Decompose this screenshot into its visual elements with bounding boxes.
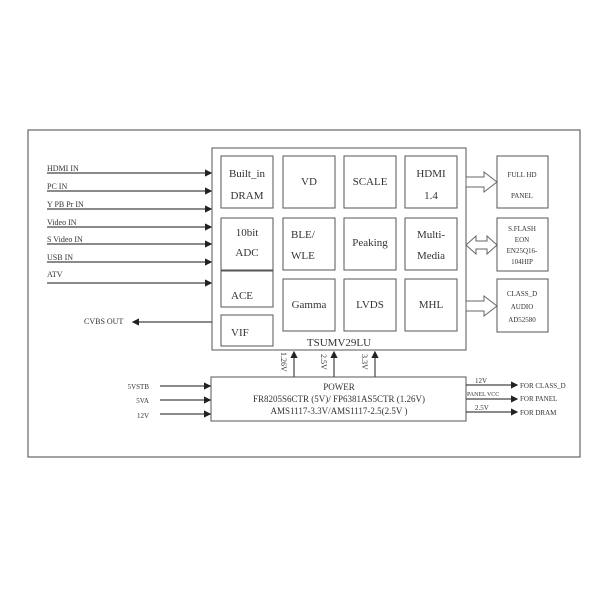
label: 5VSTB bbox=[128, 383, 150, 391]
label: LVDS bbox=[356, 299, 384, 311]
label: EON bbox=[515, 236, 529, 244]
full-hd-panel bbox=[496, 155, 549, 209]
label: ACE bbox=[231, 290, 253, 302]
power-block: POWER FR8205S6CTR (5V)/ FP6381AS5CTR (1.… bbox=[128, 376, 566, 422]
label: 12V bbox=[137, 412, 149, 420]
label: USB IN bbox=[47, 253, 73, 262]
input-svideo: S Video IN bbox=[47, 235, 213, 248]
input-video: Video IN bbox=[47, 218, 213, 231]
label: Multi- bbox=[417, 229, 445, 241]
label: DRAM bbox=[230, 190, 263, 202]
spi-flash bbox=[496, 217, 549, 272]
label: 2.5V bbox=[475, 404, 489, 412]
label: HDMI bbox=[416, 168, 446, 180]
label: WLE bbox=[291, 250, 315, 262]
label: SCALE bbox=[353, 176, 388, 188]
label: Peaking bbox=[352, 237, 388, 249]
soc-chip: Built_in DRAM 10bit ADC ACE VIF VD SCALE… bbox=[211, 147, 467, 351]
block-adc bbox=[220, 217, 274, 271]
input-ypbpr: Y PB Pr IN bbox=[47, 200, 213, 213]
label: VD bbox=[301, 176, 317, 188]
arrow-right-icon bbox=[465, 170, 498, 194]
label: ADC bbox=[235, 247, 258, 259]
label: VIF bbox=[231, 327, 249, 339]
label: 1.4 bbox=[424, 190, 438, 202]
label: S.FLASH bbox=[508, 225, 536, 233]
block-gamma bbox=[282, 278, 336, 332]
block-scale bbox=[343, 155, 397, 209]
label: 1.26V bbox=[279, 352, 288, 372]
label: EN25Q16- bbox=[507, 247, 538, 255]
label: AMS1117-3.3V/AMS1117-2.5(2.5V ) bbox=[270, 406, 407, 416]
input-pc: PC IN bbox=[47, 182, 213, 195]
label: AD52580 bbox=[508, 316, 536, 324]
label: 10bit bbox=[236, 227, 259, 239]
block-multimedia bbox=[404, 217, 458, 271]
block-dram bbox=[220, 155, 274, 209]
label: BLE/ bbox=[291, 229, 316, 241]
label: 3.3V bbox=[360, 354, 369, 370]
input-signals: HDMI IN PC IN Y PB Pr IN Video IN S Vide… bbox=[47, 164, 213, 326]
class-d-audio bbox=[496, 278, 549, 333]
label: FULL HD bbox=[507, 171, 536, 179]
label: Built_in bbox=[229, 168, 266, 180]
label: PANEL VCC bbox=[467, 392, 499, 398]
label: HDMI IN bbox=[47, 164, 79, 173]
label: PC IN bbox=[47, 182, 67, 191]
label: FOR DRAM bbox=[520, 409, 557, 417]
block-ace bbox=[220, 270, 274, 308]
label: AUDIO bbox=[511, 303, 534, 311]
label: MHL bbox=[419, 299, 444, 311]
label: FR8205S6CTR (5V)/ FP6381AS5CTR (1.26V) bbox=[253, 394, 425, 404]
power-rails: 1.26V 2.5V 3.3V bbox=[279, 350, 379, 377]
block-hdmi bbox=[404, 155, 458, 209]
input-hdmi: HDMI IN bbox=[47, 164, 213, 177]
label: ATV bbox=[47, 270, 63, 279]
chip-name: TSUMV29LU bbox=[307, 337, 371, 349]
block-lvds bbox=[343, 278, 397, 332]
label: Media bbox=[417, 250, 445, 262]
label: FOR CLASS_D bbox=[520, 382, 566, 390]
label: CVBS OUT bbox=[84, 317, 123, 326]
block-mhl bbox=[404, 278, 458, 332]
cvbs-out: CVBS OUT bbox=[84, 317, 212, 326]
block-peaking bbox=[343, 217, 397, 271]
block-ble-wle bbox=[282, 217, 336, 271]
label: Video IN bbox=[47, 218, 77, 227]
outer-frame bbox=[27, 129, 581, 458]
label: 2.5V bbox=[319, 354, 328, 370]
label: 5VA bbox=[136, 397, 149, 405]
block-vif bbox=[220, 314, 274, 347]
label: Gamma bbox=[292, 299, 327, 311]
input-usb: USB IN bbox=[47, 253, 213, 266]
label: 104HIP bbox=[511, 258, 533, 266]
label: FOR PANEL bbox=[520, 395, 557, 403]
label: PANEL bbox=[511, 192, 533, 200]
label: Y PB Pr IN bbox=[47, 200, 84, 209]
label: S Video IN bbox=[47, 235, 83, 244]
arrow-right-icon bbox=[465, 294, 498, 318]
block-vd bbox=[282, 155, 336, 209]
label: CLASS_D bbox=[507, 290, 537, 298]
bidirectional-arrow-icon bbox=[465, 234, 498, 256]
label: 12V bbox=[475, 377, 487, 385]
output-devices: FULL HD PANEL S.FLASH EON EN25Q16- 104HI… bbox=[465, 155, 549, 333]
input-atv: ATV bbox=[47, 270, 213, 287]
label: POWER bbox=[323, 382, 355, 392]
